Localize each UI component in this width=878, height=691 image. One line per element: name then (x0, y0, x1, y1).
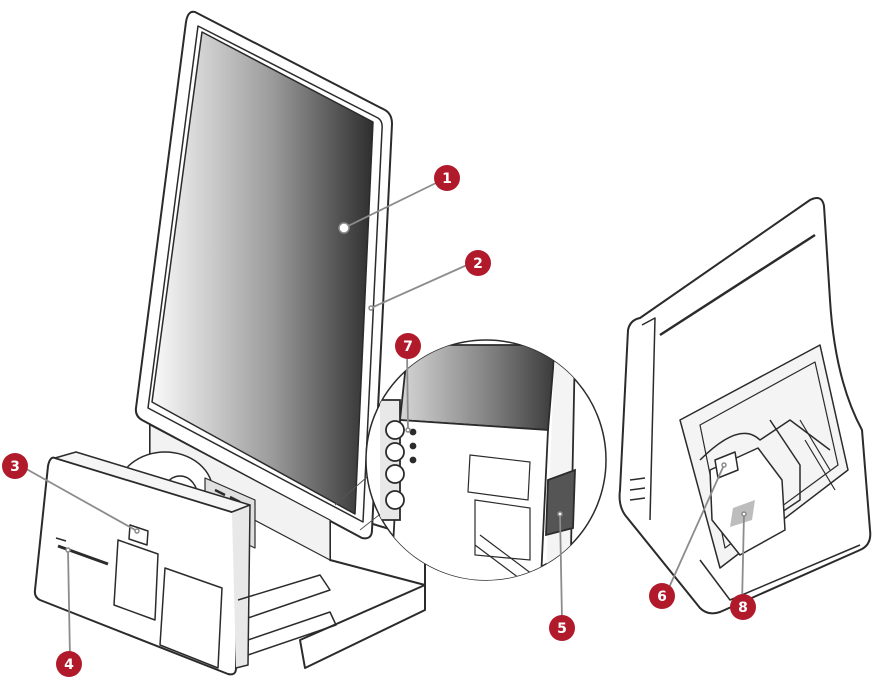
leader-6 (666, 464, 725, 593)
leader-7 (406, 348, 409, 431)
top-slot (659, 233, 816, 337)
endpoint-1 (338, 222, 350, 234)
card-window-left (113, 539, 159, 621)
callout-6-label: 6 (657, 589, 667, 605)
callout-5-label: 5 (557, 621, 567, 637)
callout-7-label: 7 (403, 339, 413, 355)
callout-5: 5 (549, 615, 575, 641)
callout-1: 1 (434, 165, 460, 191)
display-screen (151, 31, 374, 515)
side-vent (629, 477, 646, 501)
kiosk-foot (299, 584, 426, 669)
endpoint-4 (65, 547, 71, 553)
endpoint-8 (741, 511, 747, 517)
leader-5 (559, 513, 563, 621)
callout-8-label: 8 (738, 600, 748, 616)
callout-7: 7 (395, 333, 421, 359)
speaker-grille (545, 468, 576, 537)
card-window-right (159, 567, 223, 669)
leader-4 (67, 549, 71, 659)
right-kiosk (618, 197, 872, 615)
leader-8 (741, 513, 745, 605)
callout-3-label: 3 (10, 459, 20, 475)
zoom-detail (334, 339, 607, 581)
leader-lines (20, 182, 745, 659)
callout-4: 4 (56, 651, 82, 677)
internal-unit (709, 447, 786, 556)
leader-3 (20, 465, 138, 532)
endpoint-3 (134, 528, 140, 534)
endpoint-5 (557, 511, 563, 517)
leader-1 (343, 182, 437, 229)
callout-3: 3 (2, 453, 28, 479)
callout-8: 8 (730, 594, 756, 620)
leader-2 (370, 264, 468, 309)
endpoint-7 (405, 427, 411, 433)
callout-2: 2 (465, 250, 491, 276)
endpoint-2 (368, 305, 374, 311)
drawer-rails (237, 574, 337, 656)
leader-endpoints (65, 222, 747, 553)
left-kiosk (33, 10, 426, 676)
callout-2-label: 2 (473, 256, 483, 272)
endpoint-6 (721, 462, 727, 468)
callout-1-label: 1 (442, 171, 452, 187)
callout-4-label: 4 (64, 657, 74, 673)
callout-6: 6 (649, 583, 675, 609)
